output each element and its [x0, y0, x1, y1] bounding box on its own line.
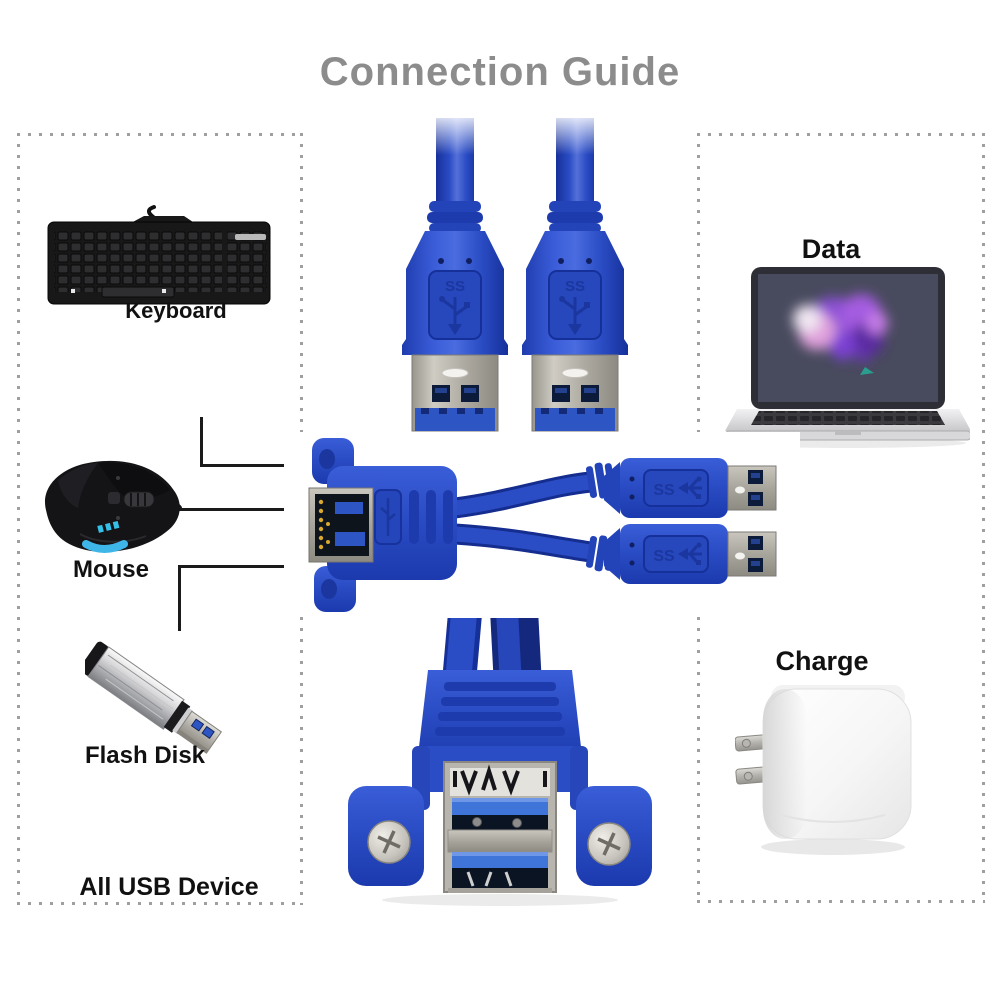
left-box-border-top	[17, 133, 303, 136]
keyboard-status-bar	[235, 234, 266, 240]
upper-port-contacts	[460, 764, 520, 796]
right-box-border-right	[982, 133, 985, 903]
mouse-connector-line	[176, 508, 284, 511]
left-box-border-left	[17, 133, 20, 905]
keyboard-label: Keyboard	[125, 298, 227, 323]
flash-disk-image	[85, 641, 223, 754]
keyboard-spacebar	[101, 286, 175, 298]
flash-disk-band	[163, 700, 191, 733]
splitter-cable-upper	[454, 474, 592, 516]
mouse-image	[45, 460, 182, 553]
right-box-border-top	[697, 133, 985, 136]
usb-splitter-image: SS	[295, 432, 800, 614]
usb-trident-icon	[380, 498, 396, 536]
left-box-border-bottom	[17, 902, 303, 905]
right-box-border-bottom	[697, 900, 985, 903]
laptop-image	[724, 267, 970, 448]
upper-port-tongue	[452, 798, 548, 815]
laptop-trackpad-notch	[835, 431, 861, 435]
page-title: Connection Guide	[319, 50, 681, 94]
splitter-cable-lower	[454, 526, 593, 560]
screw-right	[587, 822, 631, 866]
data-label: Data	[801, 234, 861, 264]
lower-port-contacts	[466, 871, 513, 887]
screw-left	[367, 820, 411, 864]
all-usb-device-label: All USB Device	[79, 873, 259, 901]
usb-dual-female-panel-image	[348, 618, 652, 906]
flash-connector-line-vertical	[178, 565, 181, 631]
laptop-keyboard	[751, 411, 945, 425]
charge-label: Charge	[775, 646, 869, 676]
charger-image	[735, 685, 912, 855]
mouse-side-button	[108, 492, 120, 504]
panel-cables	[441, 618, 542, 686]
keyboard-image	[47, 205, 271, 305]
mouse-accent	[82, 540, 128, 553]
flash-disk-label: Flash Disk	[84, 742, 206, 769]
usb-cable-male-plugs-image: SS	[330, 110, 680, 433]
keyboard-connector-line-vertical	[200, 417, 203, 467]
mouse-label: Mouse	[72, 556, 150, 583]
keyboard-connector-line-horizontal	[200, 464, 284, 467]
flash-connector-line-horizontal	[178, 565, 284, 568]
usb-port-pins	[318, 499, 330, 550]
laptop-wallpaper-smoke	[793, 294, 888, 363]
